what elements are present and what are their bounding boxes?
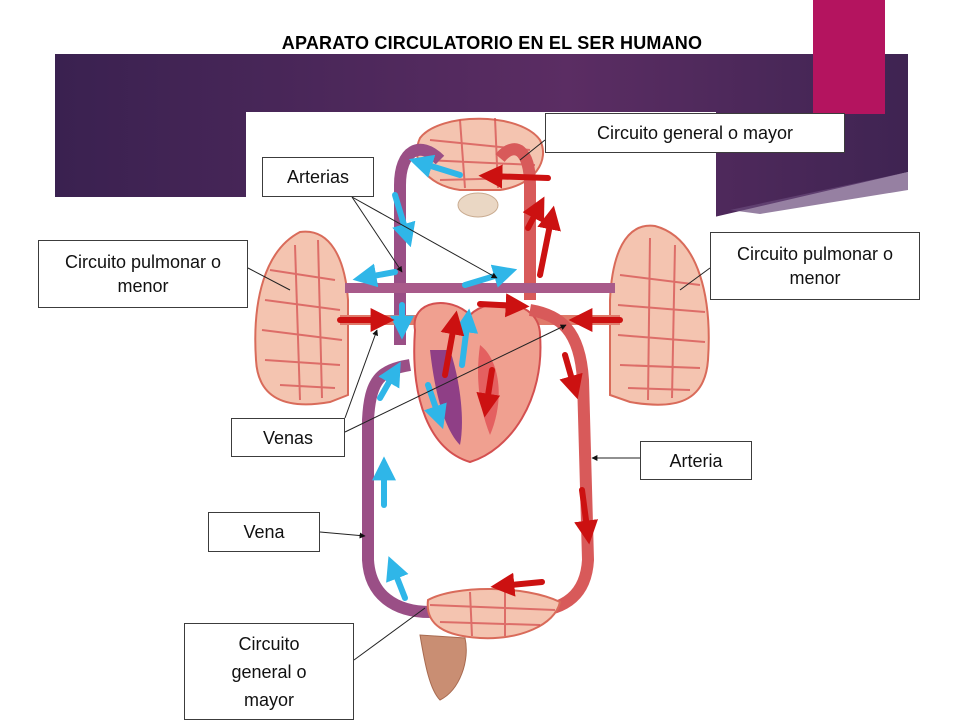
label-venas: Venas [231, 418, 345, 457]
label-vena: Vena [208, 512, 320, 552]
label-arterias: Arterias [262, 157, 374, 197]
label-circuito-pulmonar-left: Circuito pulmonar o menor [38, 240, 248, 308]
page-title: APARATO CIRCULATORIO EN EL SER HUMANO [281, 33, 703, 53]
accent-bar [813, 0, 885, 114]
circulatory-illustration [246, 112, 716, 720]
label-circuito-general-bottom: Circuito general o mayor [184, 623, 354, 720]
flow-arrows [337, 154, 623, 601]
label-circuito-general-top: Circuito general o mayor [545, 113, 845, 153]
label-arteria: Arteria [640, 441, 752, 480]
left-lung [254, 230, 349, 406]
digestive-organ [419, 588, 562, 701]
label-circuito-pulmonar-right: Circuito pulmonar o menor [710, 232, 920, 300]
right-lung [609, 224, 710, 406]
